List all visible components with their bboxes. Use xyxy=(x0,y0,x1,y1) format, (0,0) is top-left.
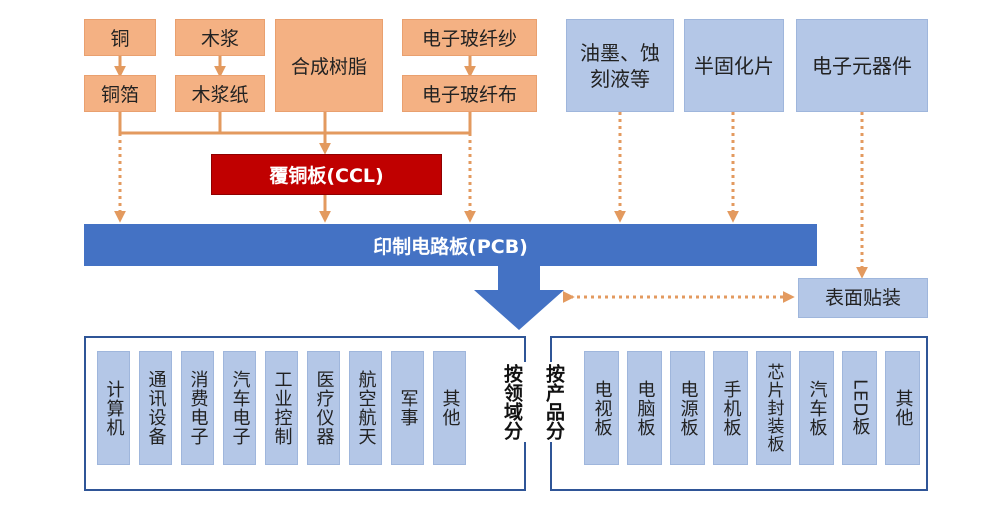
product-item: 手机板 xyxy=(713,351,748,465)
box-ccl: 覆铜板(CCL) xyxy=(211,154,442,195)
box-glass-yarn: 电子玻纤纱 xyxy=(402,19,537,56)
bar-pcb: 印制电路板(PCB) xyxy=(84,224,817,266)
box-copper-foil: 铜箔 xyxy=(84,75,156,112)
product-item: 其他 xyxy=(885,351,920,465)
box-wood-pulp-paper: 木浆纸 xyxy=(175,75,265,112)
label-by-product: 按产品分 xyxy=(538,362,570,442)
product-item: 芯片封装板 xyxy=(756,351,791,465)
domain-item: 军事 xyxy=(391,351,424,465)
product-item: 电视板 xyxy=(584,351,619,465)
box-ink-etchant: 油墨、蚀刻液等 xyxy=(566,19,674,112)
box-prepreg: 半固化片 xyxy=(684,19,784,112)
label-by-domain: 按领域分 xyxy=(496,362,528,442)
domain-item: 汽车电子 xyxy=(223,351,256,465)
product-item: 汽车板 xyxy=(799,351,834,465)
domain-item: 航空航天 xyxy=(349,351,382,465)
product-item: 电脑板 xyxy=(627,351,662,465)
box-glass-cloth: 电子玻纤布 xyxy=(402,75,537,112)
domain-item: 工业控制 xyxy=(265,351,298,465)
box-wood-pulp: 木浆 xyxy=(175,19,265,56)
domain-item: 医疗仪器 xyxy=(307,351,340,465)
domain-item: 消费电子 xyxy=(181,351,214,465)
box-copper: 铜 xyxy=(84,19,156,56)
domain-item: 计算机 xyxy=(97,351,130,465)
big-down-arrow xyxy=(474,266,564,330)
domain-item: 通讯设备 xyxy=(139,351,172,465)
box-synthetic-resin: 合成树脂 xyxy=(275,19,383,112)
product-item: 电源板 xyxy=(670,351,705,465)
box-components: 电子元器件 xyxy=(796,19,928,112)
domain-item: 其他 xyxy=(433,351,466,465)
box-smt: 表面贴装 xyxy=(798,278,928,318)
product-item: LED板 xyxy=(842,351,877,465)
